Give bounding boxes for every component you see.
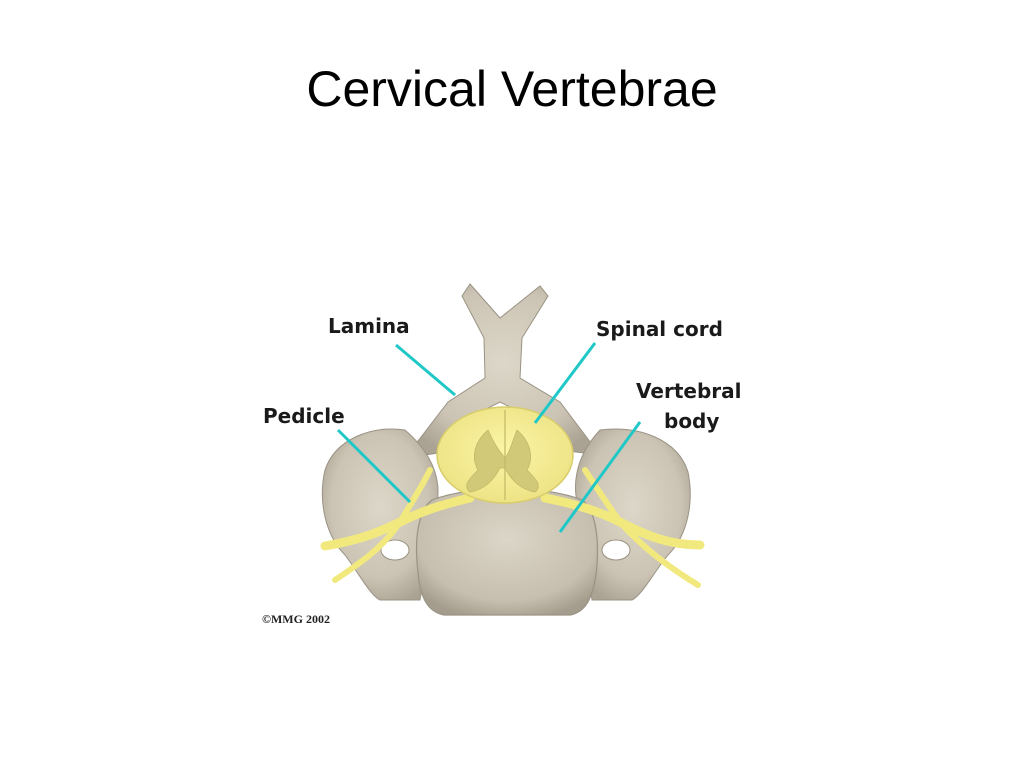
right-nerve-upper bbox=[582, 467, 623, 525]
vertebral-body-leader-line bbox=[558, 421, 642, 533]
right-nerve-branch bbox=[617, 519, 701, 588]
right-transverse-foramen bbox=[601, 539, 631, 561]
left-nerve-upper bbox=[397, 467, 433, 525]
left-nerve-branch bbox=[332, 519, 403, 583]
spinal-cord-gray-matter bbox=[466, 429, 539, 493]
pedicle-leader-line bbox=[336, 428, 412, 504]
lamina-label: Lamina bbox=[328, 314, 410, 338]
vertebral-body-label-line2: body bbox=[664, 409, 719, 433]
lamina-leader-line bbox=[395, 343, 456, 397]
pedicle-label: Pedicle bbox=[263, 404, 345, 428]
slide-title: Cervical Vertebrae bbox=[306, 61, 718, 117]
left-transverse-foramen bbox=[380, 539, 410, 561]
spinal-cord-label: Spinal cord bbox=[596, 317, 723, 341]
spinal-cord-leader-line bbox=[533, 342, 597, 424]
vertebral-body-label-line1: Vertebral bbox=[636, 379, 741, 403]
copyright-notice: ©MMG 2002 bbox=[262, 612, 330, 626]
